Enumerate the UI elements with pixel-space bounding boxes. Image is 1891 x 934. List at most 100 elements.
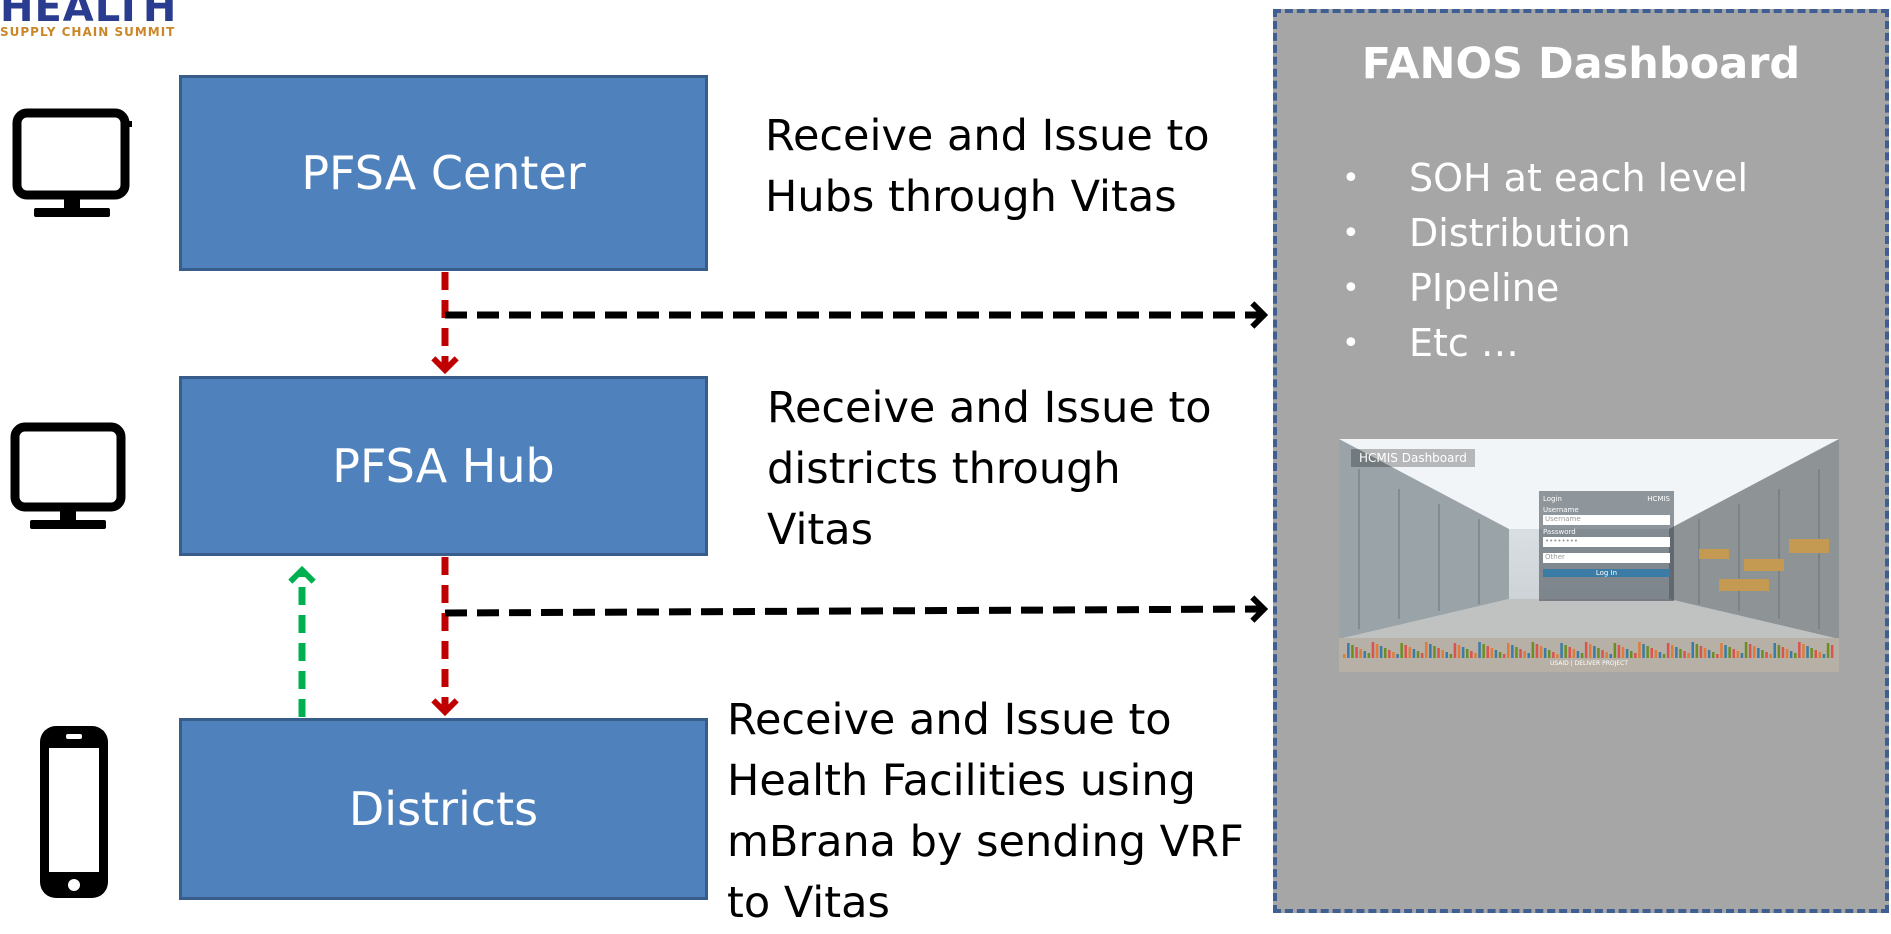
logo-title: HEALTH xyxy=(0,0,178,31)
footer-bar xyxy=(1814,650,1817,658)
footer-bar xyxy=(1707,650,1711,658)
footer-bar xyxy=(1429,644,1432,658)
footer-bar xyxy=(1425,642,1428,658)
footer-bar xyxy=(1662,654,1666,658)
screenshot-login-form: Login HCMIS Username Username Password •… xyxy=(1539,491,1674,601)
pfsa-center-box: PFSA Center xyxy=(179,75,708,271)
footer-bar xyxy=(1433,646,1436,658)
footer-bar xyxy=(1461,647,1465,658)
login-brand: HCMIS xyxy=(1647,495,1670,503)
footer-bar xyxy=(1736,651,1740,658)
footer-bar xyxy=(1687,653,1690,658)
footer-bar xyxy=(1597,648,1600,658)
desktop-monitor-icon xyxy=(12,108,132,217)
footer-bar xyxy=(1625,649,1629,658)
districts-description: Receive and Issue to Health Facilities u… xyxy=(727,695,1244,929)
footer-bar xyxy=(1523,651,1526,658)
footer-bar xyxy=(1404,645,1407,658)
footer-bar xyxy=(1785,649,1789,658)
login-button: Log In xyxy=(1543,569,1670,577)
footer-bar xyxy=(1728,647,1731,658)
footer-bar xyxy=(1416,651,1420,658)
footer-bar xyxy=(1420,653,1424,658)
desktop-monitor-icon xyxy=(10,422,126,529)
bullet-dot-icon: • xyxy=(1342,271,1360,306)
footer-bar xyxy=(1740,653,1744,658)
footer-bar xyxy=(1691,642,1694,658)
bullet-item: •PIpeline xyxy=(1342,261,1748,316)
footer-bar xyxy=(1527,653,1530,658)
footer-bar xyxy=(1375,644,1379,658)
footer-bar xyxy=(1560,643,1563,658)
footer-bar xyxy=(1351,645,1354,658)
footer-text: USAID | DELIVER PROJECT xyxy=(1549,660,1629,667)
pfsa-hub-label: PFSA Hub xyxy=(332,439,555,493)
pfsa-center-description: Receive and Issue to Hubs through Vitas xyxy=(765,111,1210,223)
footer-bar xyxy=(1347,643,1350,658)
footer-bar xyxy=(1449,654,1453,658)
footer-bar xyxy=(1724,645,1727,658)
footer-bar xyxy=(1753,646,1756,658)
logo-subtitle: SUPPLY CHAIN SUMMIT xyxy=(0,25,176,39)
footer-bar xyxy=(1806,646,1809,658)
footer-bar xyxy=(1384,648,1387,658)
footer-bar xyxy=(1466,649,1469,658)
footer-bar xyxy=(1658,652,1662,658)
footer-bar xyxy=(1613,643,1617,658)
footer-bar xyxy=(1507,643,1510,658)
footer-bar xyxy=(1589,644,1592,658)
password-field: •••••••• xyxy=(1543,537,1670,547)
footer-bar xyxy=(1609,654,1612,658)
footer-bar xyxy=(1679,649,1682,658)
footer-bar xyxy=(1617,645,1621,658)
username-label: Username xyxy=(1543,506,1579,514)
footer-bar xyxy=(1675,647,1678,658)
footer-bar xyxy=(1757,648,1760,658)
footer-bar xyxy=(1646,646,1649,658)
footer-bar xyxy=(1359,649,1362,658)
footer-bar xyxy=(1802,644,1805,658)
footer-bar xyxy=(1605,652,1608,658)
districts-label: Districts xyxy=(348,782,539,836)
footer-bar xyxy=(1748,644,1752,658)
bullet-item: •Etc … xyxy=(1342,316,1748,371)
footer-bar xyxy=(1531,642,1535,658)
screenshot-label: HCMIS Dashboard xyxy=(1351,449,1475,467)
footer-bar xyxy=(1502,654,1506,658)
footer-bar xyxy=(1482,644,1485,658)
footer-bar xyxy=(1777,645,1781,658)
footer-bar xyxy=(1666,643,1670,658)
footer-bar xyxy=(1695,644,1699,658)
hcmis-dashboard-screenshot: HCMIS Dashboard Login HCMIS Username Use… xyxy=(1339,439,1839,672)
footer-bar xyxy=(1699,646,1703,658)
pfsa-center-label: PFSA Center xyxy=(301,146,586,200)
footer-bar xyxy=(1408,647,1412,658)
footer-bar xyxy=(1781,647,1785,658)
footer-bar xyxy=(1744,642,1748,658)
footer-bar xyxy=(1457,645,1461,658)
footer-bar xyxy=(1716,654,1719,658)
footer-bar xyxy=(1343,654,1346,658)
footer-bar xyxy=(1498,652,1502,658)
footer-bar xyxy=(1535,644,1539,658)
footer-bar xyxy=(1519,649,1522,658)
footer-bar xyxy=(1388,650,1391,658)
footer-bar xyxy=(1474,653,1477,658)
footer-bar xyxy=(1761,650,1764,658)
footer-bar xyxy=(1445,652,1448,658)
footer-bar xyxy=(1712,652,1715,658)
footer-bar xyxy=(1830,645,1834,658)
footer-bar xyxy=(1486,646,1489,658)
hub-to-dashboard-arrow xyxy=(444,595,1269,623)
districts-box: Districts xyxy=(179,718,708,900)
footer-bar xyxy=(1671,645,1674,658)
footer-bar xyxy=(1773,643,1776,658)
warehouse-photo-icon xyxy=(1339,439,1839,639)
footer-bar-chart-icon xyxy=(1343,642,1834,658)
footer-bar xyxy=(1593,646,1596,658)
footer-bar xyxy=(1794,653,1797,658)
pfsa-hub-description: Receive and Issue to districts through V… xyxy=(767,383,1212,556)
footer-bar xyxy=(1355,647,1358,658)
footer-bar xyxy=(1539,646,1543,658)
